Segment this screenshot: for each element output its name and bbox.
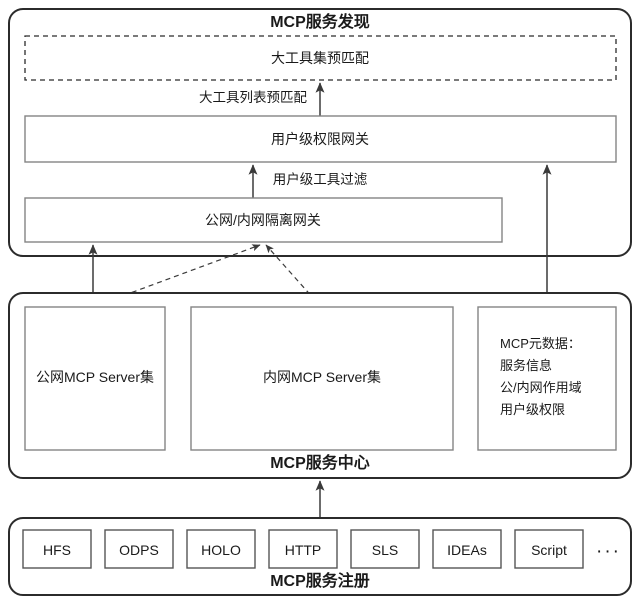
chip-box-4[interactable] [350,529,420,569]
center-title: MCP服务中心 [270,453,370,472]
chip-box-2[interactable] [186,529,256,569]
section-mcp-service-register: HFS ODPS HOLO HTTP SLS IDEAs Script ··· … [8,517,632,596]
discovery-title: MCP服务发现 [270,12,370,31]
edge-label-user-tool-filter: 用户级工具过滤 [273,171,368,187]
register-source-chips: HFS ODPS HOLO HTTP SLS IDEAs Script ··· [22,529,621,569]
user-permission-gateway-box [24,115,617,163]
chip-label-6: Script [531,542,567,558]
chip-box-0[interactable] [22,529,92,569]
tool-set-prematch-label: 大工具集预匹配 [271,50,369,66]
chip-label-0: HFS [43,542,71,558]
network-isolation-gateway-label: 公网/内网隔离网关 [205,212,321,228]
chip-label-4: SLS [372,542,398,558]
edge-label-tool-list-prematch: 大工具列表预匹配 [199,90,307,105]
internal-mcp-servers-label: 内网MCP Server集 [263,369,381,385]
mcp-metadata-line-3: 用户级权限 [500,402,565,417]
mcp-metadata-line-2: 公/内网作用域 [500,380,582,395]
chip-overflow-ellipsis: ··· [596,541,621,562]
public-mcp-servers-box [24,306,166,451]
tool-set-prematch-box [24,35,617,81]
mcp-metadata-box [477,306,617,451]
chip-box-1[interactable] [104,529,174,569]
register-title: MCP服务注册 [270,571,370,590]
public-mcp-servers-label: 公网MCP Server集 [36,369,154,385]
user-permission-gateway-label: 用户级权限网关 [271,131,369,147]
network-isolation-gateway-box [24,197,503,243]
chip-label-1: ODPS [119,542,159,558]
chip-label-3: HTTP [285,542,322,558]
mcp-metadata-line-0: MCP元数据： [500,336,581,351]
chip-box-3[interactable] [268,529,338,569]
chip-label-2: HOLO [201,542,241,558]
mcp-metadata-line-1: 服务信息 [500,358,552,373]
chip-label-5: IDEAs [447,542,487,558]
section-mcp-service-center: 公网MCP Server集 内网MCP Server集 MCP元数据： 服务信息… [8,292,632,479]
section-mcp-service-discovery: MCP服务发现 大工具集预匹配 大工具列表预匹配 用户级权限网关 用户级工具过滤… [8,8,632,257]
chip-box-6[interactable] [514,529,584,569]
chip-box-5[interactable] [432,529,502,569]
internal-mcp-servers-box [190,306,454,451]
